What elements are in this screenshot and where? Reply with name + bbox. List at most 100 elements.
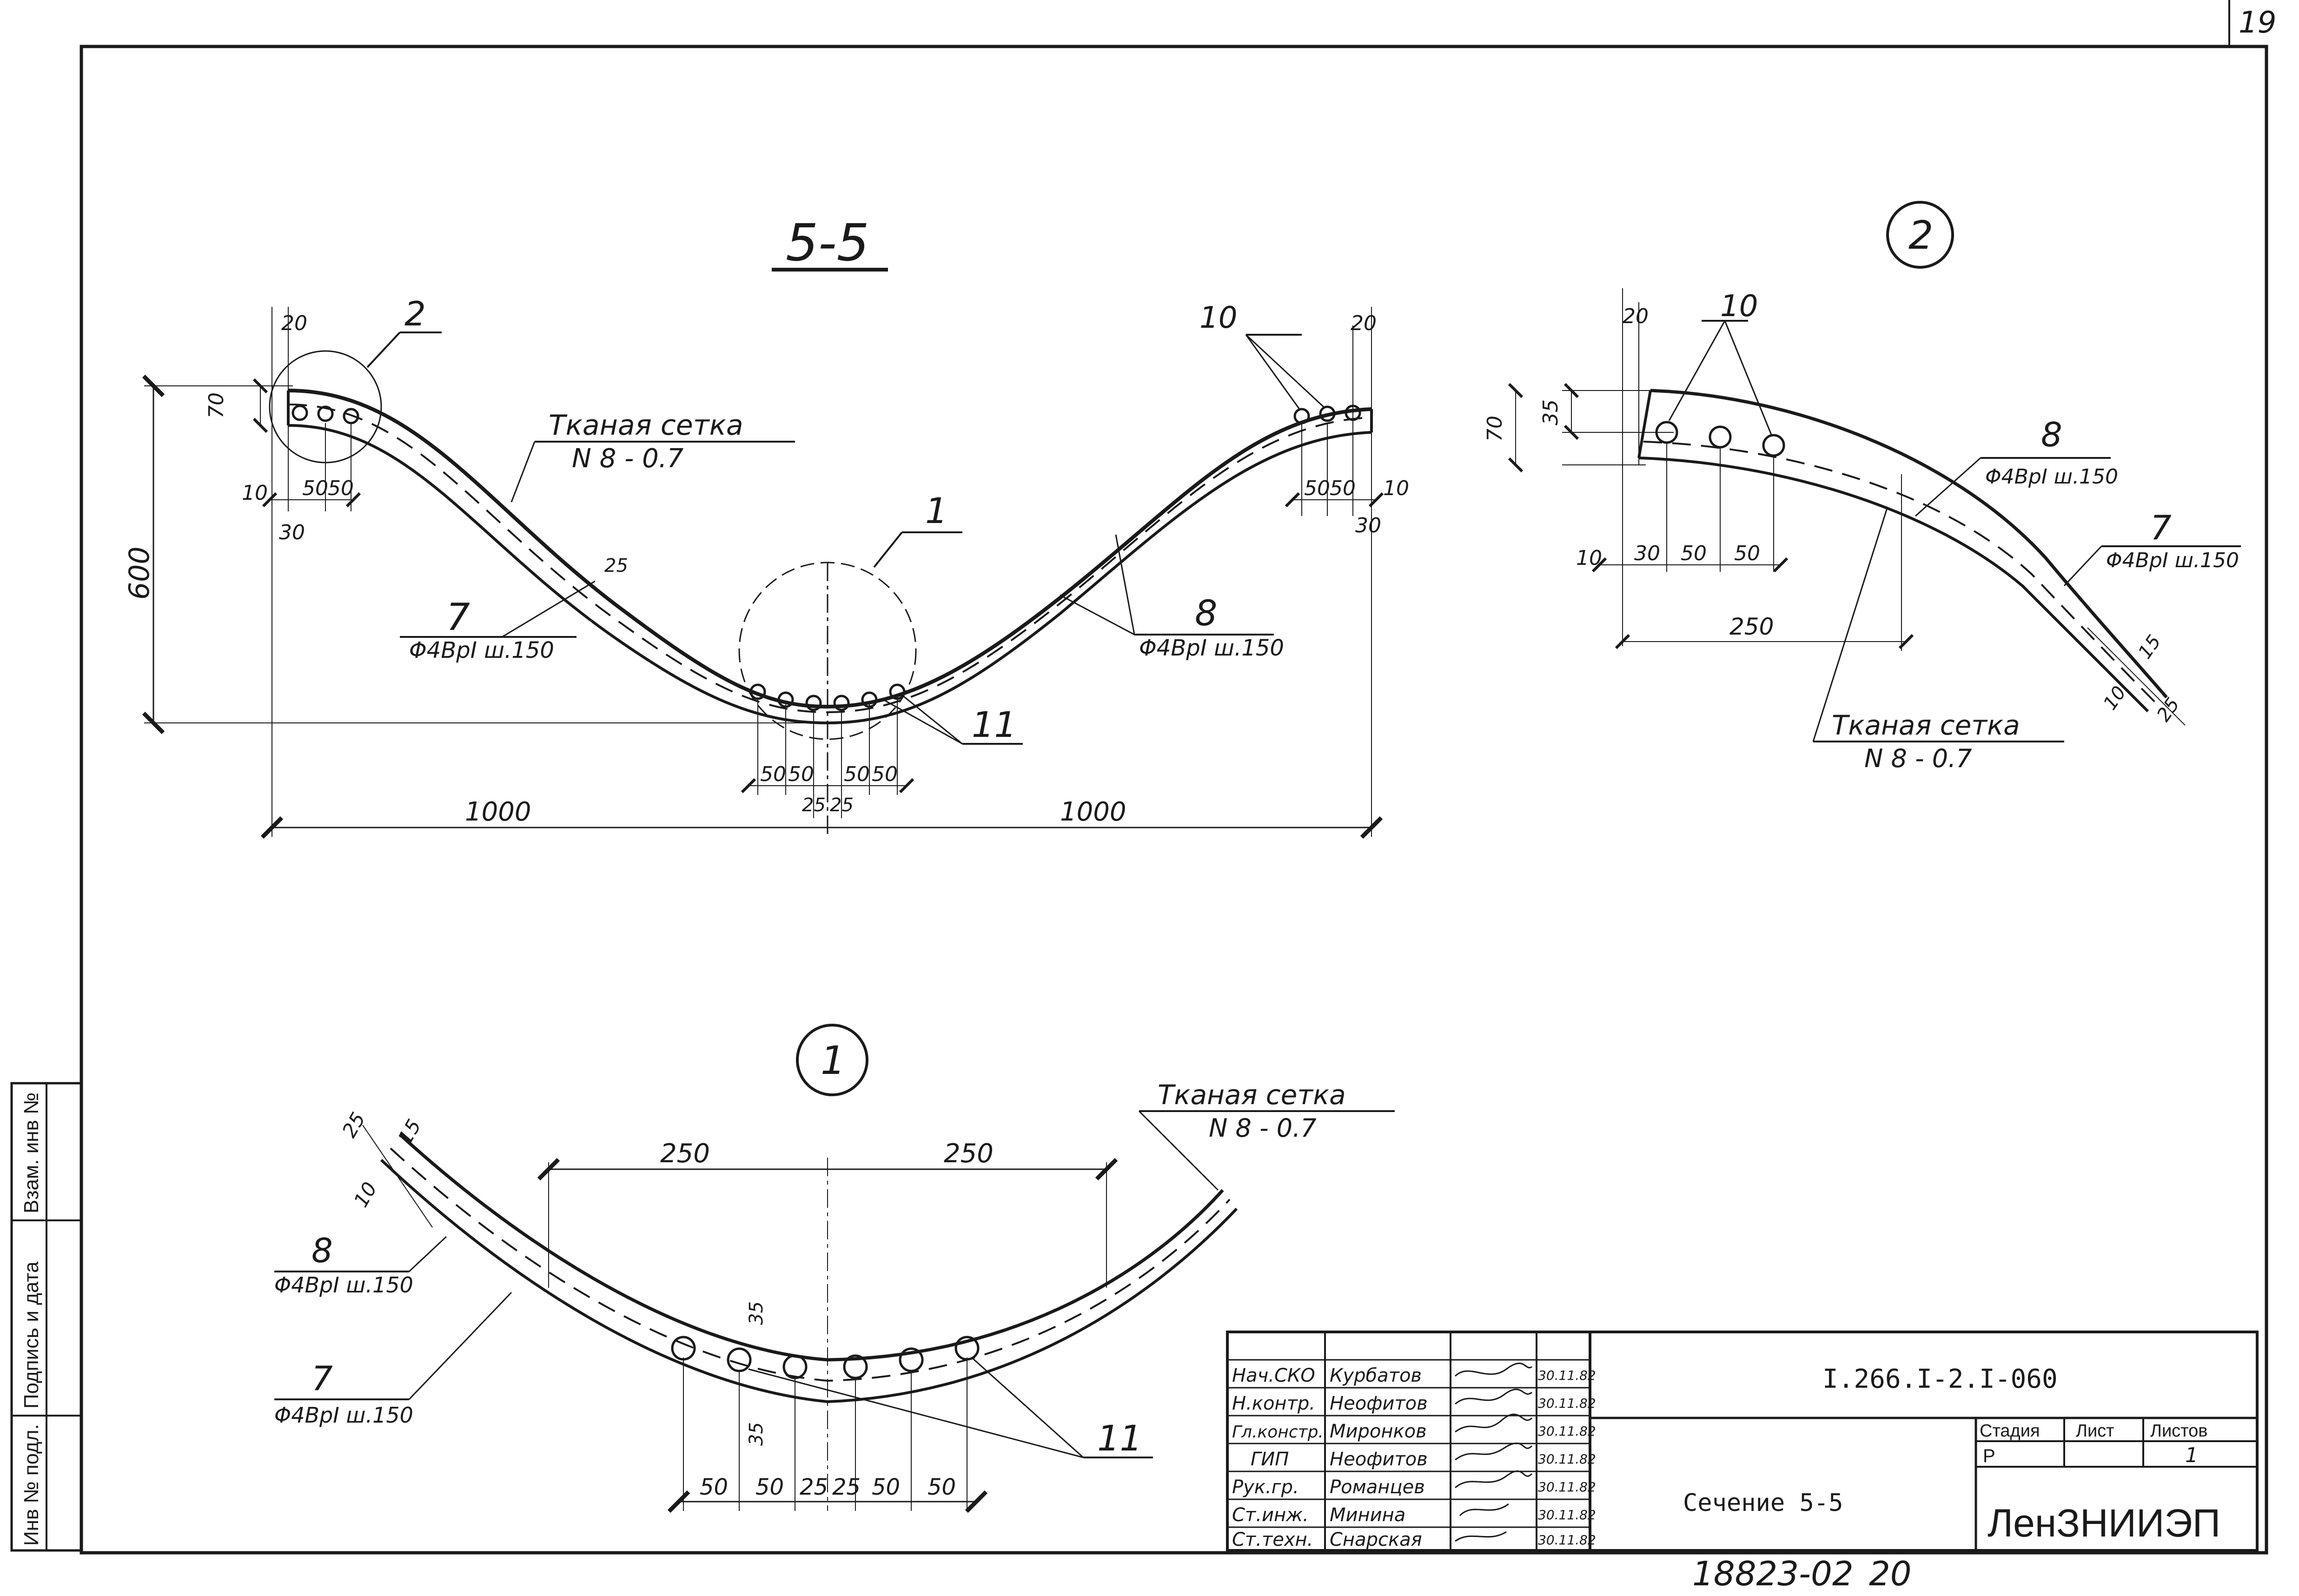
detail1-dim-250b: 250: [944, 1139, 994, 1169]
detail1-pos-8: 8: [311, 1231, 333, 1270]
dim-section-50b: 50: [328, 477, 354, 500]
mesh-label: Ткaная сетка: [549, 409, 743, 442]
detail2-pos-10: 10: [1720, 289, 1758, 324]
detail-2-callout: [1886, 201, 1954, 269]
signatures: [1454, 1363, 1533, 1542]
detail2-dim-15: 15: [2134, 631, 2166, 663]
side-stamp: Взам. инв № Подпись и дата Инв № подл.: [10, 1082, 83, 1552]
detail1-outer-edge: [398, 1133, 1224, 1362]
dim-bottom-50b: 50: [788, 762, 814, 786]
dim-bottom-50a: 50: [760, 762, 786, 786]
dim-section-20a: 20: [281, 311, 307, 335]
detail1-dim-35b: 35: [746, 1422, 767, 1446]
tb-name-4: Романцев: [1330, 1477, 1425, 1498]
detail1-b50d: 50: [928, 1474, 956, 1500]
detail2-mesh-spec: N 8 - 0.7: [1864, 744, 1972, 773]
detail2-dim-30: 30: [1634, 542, 1660, 565]
tb-role-0: Нач.СКО: [1232, 1365, 1315, 1386]
tb-role-6: Ст.техн.: [1232, 1529, 1313, 1550]
dim-1000a: 1000: [465, 797, 531, 827]
tb-stage-label: Стадия: [1980, 1421, 2040, 1441]
detail2-dim-10b: 10: [2100, 682, 2131, 714]
dim-section-50a: 50: [302, 477, 328, 500]
tb-role-2: Гл.констр.: [1232, 1423, 1324, 1442]
tb-sheet-label: Лист: [2076, 1421, 2114, 1441]
detail1-pos-11: 11: [1097, 1417, 1142, 1459]
tb-role-1: Н.контр.: [1232, 1393, 1315, 1414]
tb-role-4: Рук.гр.: [1232, 1477, 1299, 1498]
detail1-dim-10: 10: [349, 1178, 381, 1211]
detail-1-callout: [796, 1024, 868, 1096]
panel-mesh-line: [288, 404, 1372, 714]
detail1-b25b: 25: [832, 1474, 861, 1500]
tb-stage-value: Р: [1983, 1446, 1995, 1466]
tb-sheets-label: Листов: [2150, 1421, 2207, 1441]
bar-spec-8: Φ4BpI ш.150: [1139, 635, 1284, 661]
tb-role-5: Ст.инж.: [1232, 1504, 1309, 1526]
detail2-bar-spec-7: Φ4BpI ш.150: [2106, 549, 2239, 572]
detail1-pos-7: 7: [311, 1359, 333, 1398]
detail2-pos-7: 7: [2150, 508, 2172, 547]
pos-11-label: 11: [972, 704, 1017, 745]
sheet-number: 19: [2239, 6, 2276, 40]
dim-section-10b: 10: [1383, 477, 1409, 500]
detail2-dim-70: 70: [1483, 416, 1507, 442]
pos-1-label: 1: [925, 490, 947, 531]
detail1-b50c: 50: [872, 1474, 900, 1500]
detail1-bar-spec-8: Φ4BpI ш.150: [274, 1272, 413, 1298]
pos-2-label: 2: [404, 294, 426, 333]
tb-org: ЛенЗНИИЭП: [1988, 1501, 2220, 1545]
dim-section-50c: 50: [1304, 477, 1330, 500]
detail1-b25a: 25: [800, 1474, 828, 1500]
tb-sheets-value: 1: [2185, 1444, 2198, 1467]
detail2-dim-25: 25: [2153, 694, 2184, 726]
tb-name-6: Снарская: [1330, 1529, 1422, 1550]
sheet-frame: [80, 45, 2268, 1555]
tb-date-4: 30.11.82: [1538, 1479, 1596, 1495]
detail2-dim-35: 35: [1539, 399, 1563, 425]
detail1-mesh-spec: N 8 - 0.7: [1209, 1113, 1317, 1143]
dim-section-30b: 30: [1355, 514, 1381, 537]
detail1-dim-25: 25: [338, 1108, 370, 1141]
tb-date-3: 30.11.82: [1538, 1451, 1596, 1467]
panel-inner-edge: [288, 424, 1372, 725]
section-5-5: 5-5 2 10 Ткaная сетка: [123, 213, 1409, 839]
detail1-bar-spec-7: Φ4BpI ш.150: [274, 1403, 413, 1428]
detail2-pos-8: 8: [2041, 415, 2062, 454]
detail-2: 2 10 8 Φ4BpI ш.150 7 Φ4BpI ш.150 20 35 7…: [1483, 201, 2241, 773]
section-title: 5-5: [786, 213, 869, 272]
dim-bottom-50c: 50: [844, 762, 870, 786]
detail-1-number: 1: [821, 1038, 845, 1083]
detail1-inner-edge: [380, 1159, 1238, 1404]
pos-10-label: 10: [1199, 301, 1237, 335]
small-mark: 25: [604, 555, 628, 576]
tb-role-3: ГИП: [1251, 1449, 1289, 1470]
detail2-outer-edge: [1650, 389, 2168, 699]
dim-bottom-25a: 25: [802, 795, 826, 816]
detail2-dim-50b: 50: [1734, 542, 1760, 565]
detail2-dim-50a: 50: [1681, 542, 1707, 565]
tb-sheet-title: Сечение 5-5: [1683, 1489, 1843, 1517]
pos-8-label: 8: [1195, 592, 1217, 634]
detail2-bar-spec-8: Φ4BpI ш.150: [1985, 465, 2118, 489]
tb-name-0: Курбатов: [1330, 1365, 1422, 1386]
footer-page: 20: [1869, 1554, 1912, 1593]
title-block: Нач.СКО Н.контр. Гл.констр. ГИП Рук.гр. …: [1226, 1331, 2259, 1552]
detail1-mesh-label: Ткaная сетка: [1158, 1079, 1346, 1111]
dim-section-20b: 20: [1351, 311, 1377, 335]
dim-bottom-50d: 50: [872, 762, 898, 786]
stamp-vzam-inv: Взам. инв №: [20, 1093, 43, 1213]
detail-2-number: 2: [1908, 212, 1933, 258]
dim-section-50d: 50: [1330, 477, 1356, 500]
tb-doc-code: I.266.I-2.I-060: [1822, 1364, 2058, 1394]
detail1-bars: [671, 1336, 980, 1379]
tb-date-0: 30.11.82: [1538, 1368, 1596, 1383]
dim-section-70: 70: [205, 392, 228, 418]
tb-name-3: Неофитов: [1330, 1449, 1428, 1470]
tb-date-2: 30.11.82: [1538, 1424, 1596, 1439]
pos-7-label: 7: [446, 596, 470, 639]
detail1-dim-250a: 250: [660, 1139, 710, 1169]
tb-name-2: Миронков: [1330, 1421, 1427, 1442]
tb-date-5: 30.11.82: [1538, 1507, 1596, 1523]
